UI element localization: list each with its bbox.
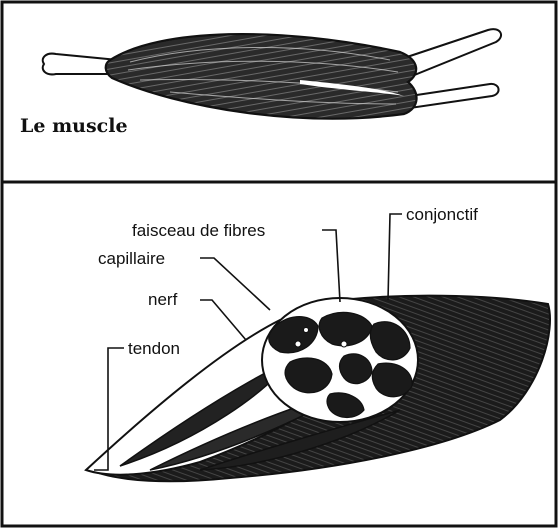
label-capillaire: capillaire: [98, 249, 165, 268]
top-panel-title: Le muscle: [20, 115, 128, 137]
label-tendon: tendon: [128, 339, 180, 358]
label-nerf: nerf: [148, 290, 178, 309]
label-conjonctif: conjonctif: [406, 205, 478, 224]
label-faisceau-de-fibres: faisceau de fibres: [132, 221, 265, 240]
